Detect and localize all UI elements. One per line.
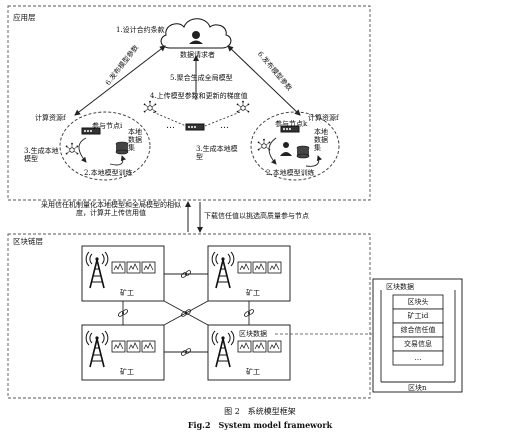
miner-box-3: [81, 324, 165, 381]
node-icon: [143, 100, 157, 113]
block-row-miner-id: 矿工id: [407, 312, 429, 320]
blockchain-layer-frame: [7, 233, 371, 399]
block-panel-title: 区块数据: [386, 283, 414, 291]
miner-label-3: 矿工: [120, 368, 134, 376]
left-participant-label: 参与节点i: [92, 122, 123, 130]
node-icon: [257, 138, 271, 151]
block-row-header: 区块头: [407, 298, 429, 306]
block-panel-footer: 区块n: [408, 384, 427, 392]
center-step-local-model: 3.生成本地模型: [196, 145, 238, 161]
download-trust-note: 下载信任值以挑选高质量参与节点: [204, 212, 309, 220]
database-icon: [296, 145, 310, 159]
left-compute-label: 计算资源f: [35, 114, 66, 122]
user-icon: [280, 142, 292, 156]
figure-caption-en: Fig.2 System model framework: [187, 420, 333, 430]
app-layer-title: 应用层: [13, 13, 36, 22]
miner-box-1: [81, 245, 165, 302]
block-row-trust: 综合信任值: [400, 326, 436, 334]
right-cluster-ellipse: [250, 111, 340, 181]
step-aggregate: 5.聚合生成全局模型: [170, 74, 233, 82]
figure-caption-cn: 图 2 系统模型框架: [224, 407, 296, 416]
center-ellipsis-left: …: [166, 121, 175, 131]
left-cluster-ellipse: [59, 111, 151, 181]
block-row-transactions: 交易信息: [404, 340, 432, 348]
server-icon: [185, 123, 205, 131]
center-ellipsis-right: …: [220, 121, 229, 131]
right-step-train: 2.本地模型训练: [266, 169, 315, 177]
miner-label-4: 矿工: [246, 368, 260, 376]
miner-box-2: [207, 245, 291, 302]
database-icon: [115, 141, 129, 155]
right-participant-label: 参与节点k: [275, 120, 308, 128]
arrow-publish-left: [74, 45, 166, 116]
monitor-icon: [237, 261, 282, 274]
monitor-icon: [111, 261, 156, 274]
step-design-contract: 1.设计合约条款: [116, 26, 165, 34]
node-icon: [236, 100, 250, 113]
block-data-pointer-label: 区块数据: [239, 330, 267, 338]
blockchain-layer-title: 区块链层: [13, 237, 43, 246]
app-layer-frame: [7, 5, 371, 201]
right-local-data-label: 本地数据集: [314, 128, 328, 152]
miner-label-2: 矿工: [246, 289, 260, 297]
monitor-icon: [111, 340, 156, 353]
miner-label-1: 矿工: [120, 289, 134, 297]
monitor-icon: [237, 340, 282, 353]
block-row-ellipsis: …: [414, 354, 422, 362]
trust-mechanism-note: 采用信任机制量化本地模型和全局模型的相似度，计算并上传信用值: [41, 201, 181, 217]
cloud-icon: [160, 18, 232, 49]
node-icon: [65, 142, 79, 155]
step-upload-params: 4.上传模型参数和更新的梯度值: [150, 92, 248, 100]
left-local-data-label: 本地数据集: [128, 128, 142, 152]
left-step-local-model: 3.生成本地模型: [24, 147, 59, 163]
right-compute-label: 计算资源f: [308, 114, 339, 122]
left-step-train: 2.本地模型训练: [84, 169, 133, 177]
arrow-publish-right: [227, 45, 301, 116]
requester-label: 数据请求者: [180, 51, 215, 59]
